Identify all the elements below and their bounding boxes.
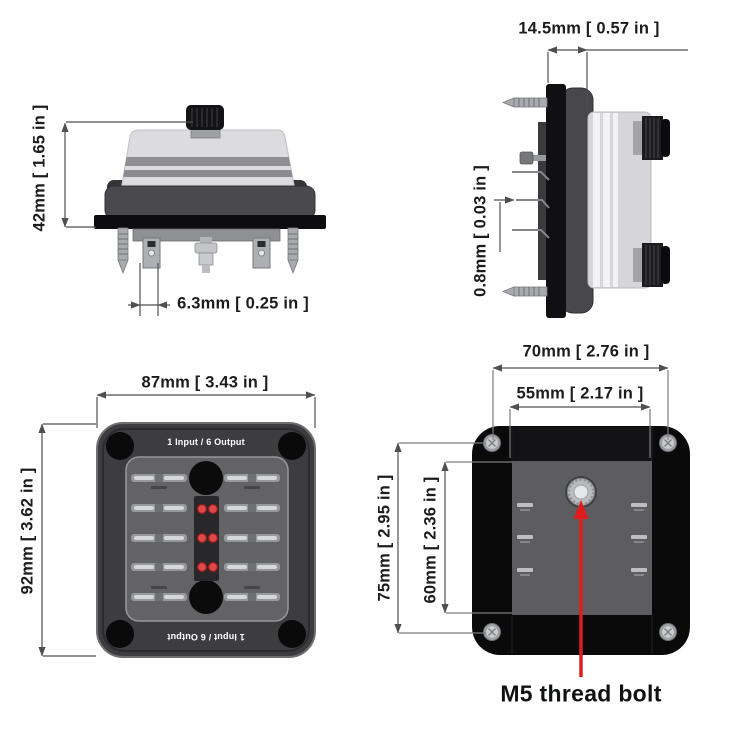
led-indicators (196, 503, 219, 573)
view-front-panel (96, 422, 316, 658)
callout-arrowhead (573, 500, 589, 519)
corner-recess-bl (106, 620, 134, 648)
latch-knob-top (633, 116, 670, 160)
dim-label-6-3mm: 6.3mm [ 0.25 in ] (177, 294, 309, 313)
back-seams (511, 427, 653, 654)
dim-label-55mm: 55mm [ 2.17 in ] (516, 384, 644, 403)
corner-screw (659, 623, 677, 641)
back-terminals (517, 503, 647, 576)
cover-stripes (121, 157, 295, 177)
back-top-facet (513, 427, 652, 462)
cover-stripe-2 (603, 113, 610, 287)
mount-flange (94, 215, 326, 229)
side-blade-terminals (512, 171, 550, 239)
panel-label-bottom: 1 Input / 6 Output (167, 632, 245, 642)
corner-screw (659, 434, 677, 452)
dim-label-87mm: 87mm [ 3.43 in ] (141, 373, 269, 392)
mount-flange-side (546, 84, 566, 318)
housing-body (104, 185, 316, 220)
input-post-top (189, 461, 223, 495)
fuse-row (131, 534, 280, 542)
fuse-row (131, 563, 280, 571)
callout-arrow (573, 500, 589, 677)
mount-screw-left (117, 227, 129, 275)
latch-knob-bottom (633, 243, 670, 287)
fuse-row (131, 593, 280, 601)
dim-label-92mm: 92mm [ 3.62 in ] (18, 467, 37, 595)
view-front-cover (94, 105, 326, 275)
corner-screws (483, 434, 677, 641)
dim-label-42mm: 42mm [ 1.65 in ] (30, 104, 49, 232)
bolt-callout-label: M5 thread bolt (500, 680, 662, 707)
corner-recess-tl (106, 432, 134, 460)
spade-terminal-left (142, 237, 161, 269)
input-post-bottom (189, 580, 223, 614)
cover-stripe-3 (613, 113, 618, 287)
cover-stripe-1 (593, 113, 600, 287)
fuse-row (131, 504, 280, 512)
center-stud-bolt (194, 237, 218, 273)
fuse-clips (131, 474, 280, 601)
view-side-profile (501, 84, 670, 318)
corner-screw (483, 623, 501, 641)
mount-screw-right (287, 227, 299, 275)
panel-label-top: 1 Input / 6 Output (167, 437, 245, 447)
spade-terminal-right (252, 237, 271, 269)
corner-screw (483, 434, 501, 452)
dimension-lines (38, 46, 688, 657)
front-panel-inner-edge (102, 428, 310, 652)
corner-recess-br (278, 620, 306, 648)
dim-label-14-5mm: 14.5mm [ 0.57 in ] (518, 19, 660, 38)
corner-recess-tr (278, 432, 306, 460)
dim-label-0-8mm: 0.8mm [ 0.03 in ] (471, 165, 490, 297)
dim-label-75mm: 75mm [ 2.95 in ] (375, 474, 394, 602)
dim-label-60mm: 60mm [ 2.36 in ] (421, 476, 440, 604)
dim-label-70mm: 70mm [ 2.76 in ] (522, 342, 650, 361)
cover-knob (186, 105, 224, 130)
side-screw-bottom (501, 286, 548, 297)
side-nut (519, 151, 546, 165)
side-screw-top (501, 97, 548, 108)
fuse-row (131, 474, 280, 482)
